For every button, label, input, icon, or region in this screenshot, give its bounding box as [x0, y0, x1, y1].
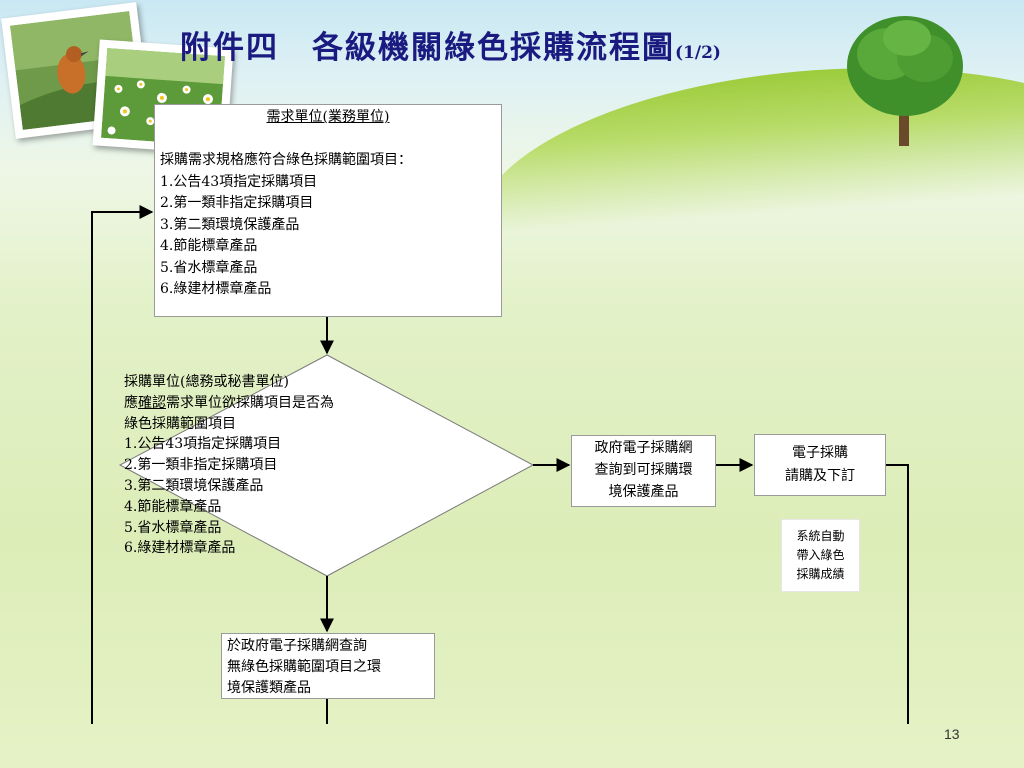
decision-item: 3.第二類環境保護產品 [124, 477, 264, 494]
decision-item: 1.公告43項指定採購項目 [124, 436, 282, 453]
query-green-products-box: 政府電子採購網 查詢到可採購環 境保護產品 [571, 435, 716, 507]
loop-back-line [91, 205, 154, 724]
auto-note-line: 系統自動 [796, 529, 845, 543]
no-green-line: 無綠色採購範圍項目之環 [227, 659, 381, 675]
query-line: 境保護產品 [608, 484, 679, 500]
order-line: 電子採購 [792, 445, 848, 461]
demand-item: 2.第一類非指定採購項目 [160, 195, 314, 211]
decision-line: 應確認需求單位欲採購項目是否為 [124, 393, 414, 414]
decision-line: 採購單位(總務或秘書單位) [124, 374, 289, 390]
slide-title-suffix: (1/2) [675, 43, 721, 63]
demand-item: 3.第二類環境保護產品 [160, 216, 300, 233]
decision-item: 6.綠建材標章產品 [124, 540, 236, 557]
order-line: 請購及下訂 [785, 468, 855, 484]
demand-item: 6.綠建材標章產品 [160, 281, 272, 297]
decision-item: 5.省水標章產品 [124, 519, 222, 536]
line-order-down [886, 464, 909, 724]
tree-decoration [847, 16, 963, 146]
slide-title: 附件四 各級機關綠色採購流程圖(1/2) [180, 22, 721, 67]
decision-line2-underlined: 確認 [138, 394, 166, 411]
demand-unit-intro: 採購需求規格應符合綠色採購範圍項目： [160, 152, 412, 168]
e-procurement-order-box: 電子採購 請購及下訂 [754, 434, 886, 496]
decision-item: 4.節能標章產品 [124, 498, 222, 515]
decision-line2-rest: 需求單位欲採購項目是否為 [166, 394, 334, 411]
no-green-item-query-box: 於政府電子採購網查詢 無綠色採購範圍項目之環 境保護類產品 [221, 633, 435, 699]
query-line: 政府電子採購網 [594, 440, 693, 456]
demand-unit-box: 需求單位(業務單位) 採購需求規格應符合綠色採購範圍項目： 1.公告43項指定採… [154, 104, 502, 317]
auto-note-line: 採購成績 [796, 567, 845, 581]
auto-score-note: 系統自動 帶入綠色 採購成績 [781, 519, 860, 592]
decision-text: 採購單位(總務或秘書單位) 應確認需求單位欲採購項目是否為 綠色採購範圍項目 1… [124, 372, 414, 559]
no-green-line: 於政府電子採購網查詢 [227, 638, 367, 654]
decision-line2-prefix: 應 [124, 394, 138, 411]
demand-item: 4.節能標章產品 [160, 238, 258, 254]
demand-item: 1.公告43項指定採購項目 [160, 173, 318, 190]
query-line: 查詢到可採購環 [594, 462, 693, 478]
decision-line: 綠色採購範圍項目 [124, 415, 236, 432]
demand-unit-heading: 需求單位(業務單位) [266, 109, 390, 125]
slide-title-text: 附件四 各級機關綠色採購流程圖 [180, 30, 675, 66]
auto-note-line: 帶入綠色 [796, 548, 845, 562]
demand-item: 5.省水標章產品 [160, 259, 258, 276]
decision-item: 2.第一類非指定採購項目 [124, 457, 278, 474]
no-green-line: 境保護類產品 [227, 680, 311, 696]
page-number: 13 [944, 726, 960, 742]
